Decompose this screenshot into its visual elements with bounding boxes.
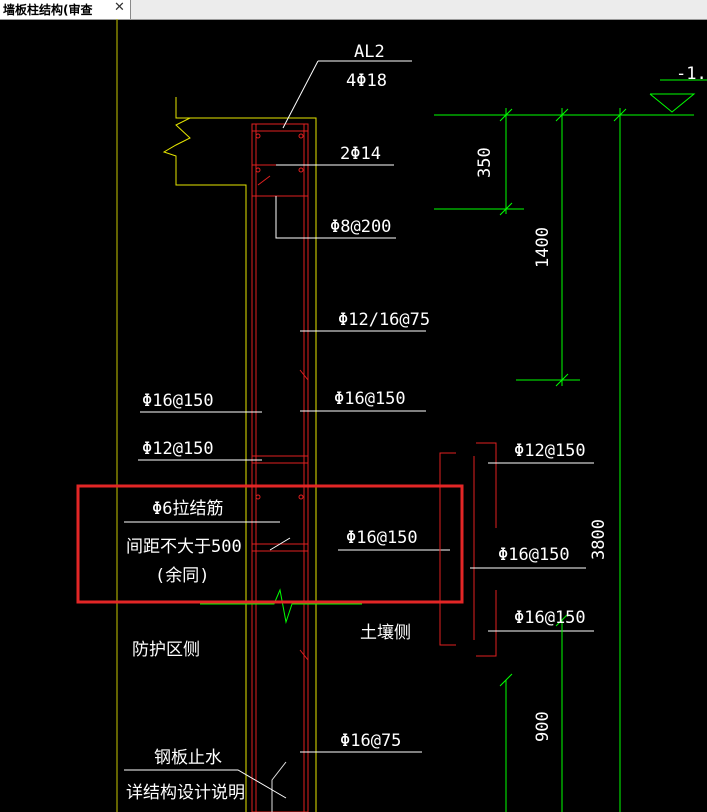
inner-rebar-label: Φ12/16@75 [338,310,430,330]
bottom-rebar-label: Φ16@75 [340,731,401,751]
al2-rebar-label: 4Φ18 [346,71,387,91]
r12-label: Φ12@150 [514,441,586,461]
cad-drawing[interactable]: AL2 4Φ18 2Φ14 Φ8@200 Φ12/16@75 Φ16@150 Φ… [0,19,707,812]
wall-outline-right [176,117,317,812]
wall-rebar-cage [251,123,309,812]
left-rebar-label: Φ16@150 [142,391,214,411]
waterstop-label: 钢板止水 [154,748,222,768]
rebar-hook [257,175,271,186]
wall-break-line [200,588,362,624]
close-icon[interactable]: ✕ [114,0,125,15]
soil-label: 土壤侧 [360,622,411,643]
same-label: (余同) [155,566,209,586]
left-12-label: Φ12@150 [142,439,214,459]
rebar-hook [299,649,309,661]
rebar-bracket [439,452,456,646]
r16b-label: Φ16@150 [514,608,586,628]
document-tab[interactable]: 墙板柱结构(审查 ✕ [0,0,131,19]
dim-350: 350 [475,147,495,178]
dim-900: 900 [533,711,553,742]
rebar-hook [299,369,309,381]
stirrup-label: Φ8@200 [330,217,391,237]
dim-1400: 1400 [533,227,553,268]
rebar-bracket [476,590,497,657]
al2-label: AL2 [354,42,385,62]
highlight-box[interactable] [76,484,464,604]
elevation-marker [649,93,696,113]
tab-title: 墙板柱结构(审查 [3,3,93,17]
rebar-bracket [476,442,497,528]
elevation-label: -1.9 [676,64,707,84]
spacing-label: 间距不大于500 [126,537,242,557]
note-label: 详结构设计说明 [126,783,245,803]
dim-3800: 3800 [589,519,609,560]
mid-rebar-label: Φ16@150 [346,528,418,548]
right-rebar-label: Φ16@150 [334,389,406,409]
tie-label: Φ6拉结筋 [152,499,223,519]
tab-bar: 墙板柱结构(审查 ✕ [0,0,707,20]
protect-label: 防护区侧 [132,640,200,660]
r16a-label: Φ16@150 [498,545,570,565]
top-rebar-label: 2Φ14 [340,144,381,164]
waterstop-plate [271,761,287,812]
